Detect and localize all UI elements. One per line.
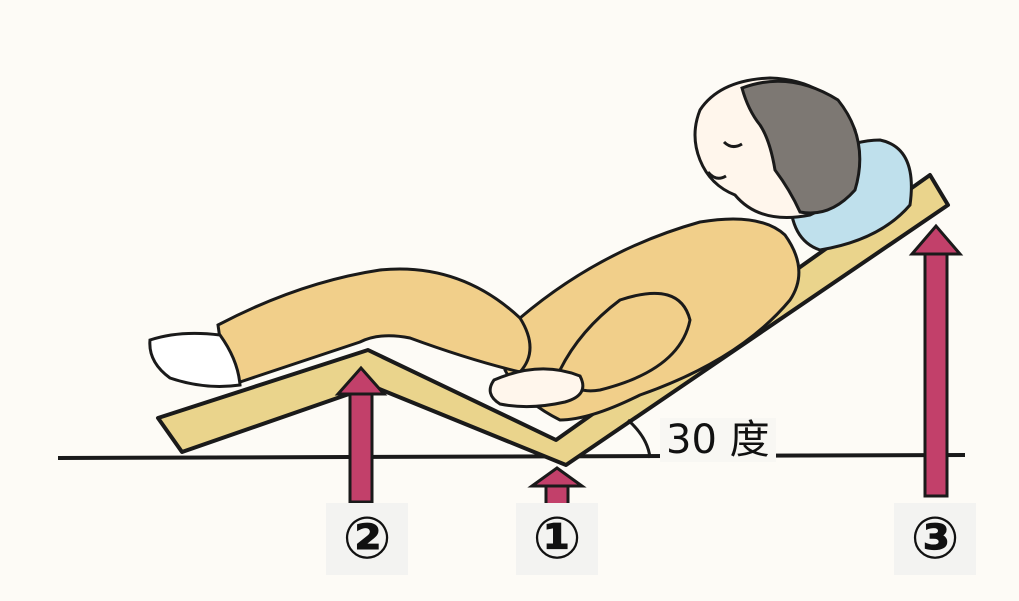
hands (490, 369, 583, 407)
angle-label: 30 度 (660, 418, 776, 462)
arrow-1 (532, 468, 582, 506)
arrow-2 (338, 368, 384, 502)
angle-arc (628, 420, 650, 458)
point-label-1: ① (516, 503, 598, 575)
point-label-3: ③ (894, 503, 976, 575)
floor-line (58, 455, 965, 458)
point-label-2: ② (326, 503, 408, 575)
